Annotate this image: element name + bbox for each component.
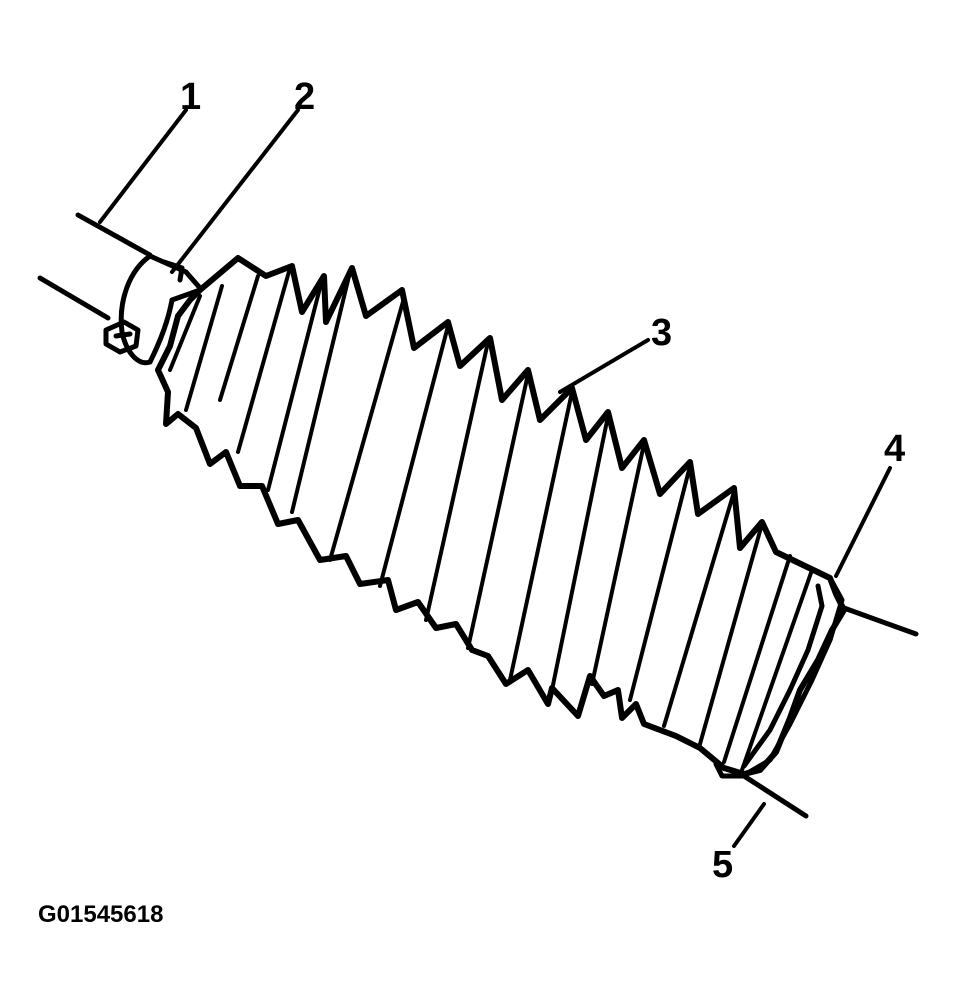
tie-rod-lower-line [37, 275, 111, 321]
tie-rod-upper-line [75, 212, 153, 258]
leader-lines [98, 108, 892, 848]
callout-4: 4 [884, 428, 906, 470]
outer-clamp [713, 575, 845, 779]
tie-rod-right-upper-line [841, 605, 919, 637]
callout-3: 3 [651, 312, 673, 354]
callout-2: 2 [294, 76, 316, 118]
leader-line-1 [98, 108, 188, 224]
inner-clamp [103, 253, 203, 366]
tie-rod-right-lower-line [741, 773, 809, 819]
bellows-outline [155, 255, 847, 777]
leader-line-2 [170, 108, 300, 274]
leader-line-5 [732, 802, 766, 848]
figure-id: G01545618 [38, 901, 164, 928]
callout-5: 5 [712, 844, 734, 886]
callout-1: 1 [180, 76, 202, 118]
leader-line-4 [834, 466, 892, 578]
bellows-fold-lines [168, 266, 814, 772]
leader-line-3 [558, 338, 650, 394]
